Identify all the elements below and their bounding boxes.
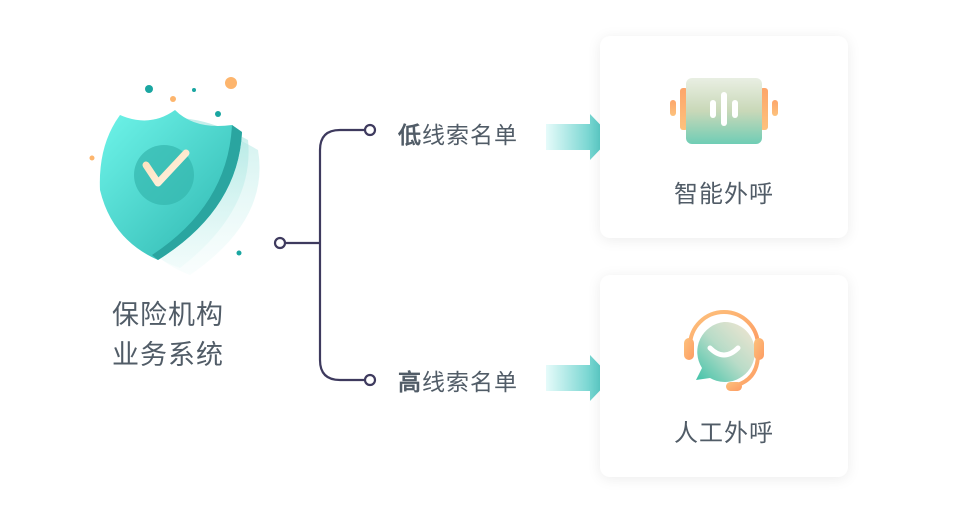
decor-dot	[145, 85, 153, 93]
card-label: 人工外呼	[674, 419, 774, 447]
decor-dot	[236, 250, 242, 256]
connector-branch-top	[318, 128, 365, 243]
headset-chat-icon	[684, 310, 764, 391]
source-label: 保险机构 业务系统	[100, 296, 272, 376]
branch-label-rest: 线索名单	[422, 123, 518, 149]
card-smart-outbound: 智能外呼	[600, 36, 848, 238]
shield-check-icon	[89, 77, 260, 275]
connector-end-node-top	[363, 123, 377, 137]
decor-dot	[225, 77, 237, 89]
arrow-right-icon	[546, 114, 612, 160]
branch-label-low: 低线索名单	[398, 116, 518, 150]
connector-start-node	[273, 236, 287, 250]
connector-branch-bottom	[318, 243, 365, 382]
branch-label-rest: 线索名单	[422, 370, 518, 396]
card-manual-outbound: 人工外呼	[600, 275, 848, 477]
source-label-line2: 业务系统	[112, 340, 224, 371]
decor-dot	[89, 155, 95, 161]
arrow-right-icon	[546, 355, 612, 401]
card-label: 智能外呼	[674, 180, 774, 208]
branch-label-emphasis: 高	[398, 370, 422, 396]
decor-dot	[215, 111, 221, 117]
connector-end-node-bottom	[363, 373, 377, 387]
source-label-line1: 保险机构	[112, 300, 224, 331]
decor-dot	[170, 96, 176, 102]
branch-label-emphasis: 低	[398, 123, 422, 149]
voice-wave-icon	[670, 78, 778, 144]
decor-dot	[192, 88, 196, 92]
branch-label-high: 高线索名单	[398, 363, 518, 397]
connector-lines	[273, 123, 377, 387]
